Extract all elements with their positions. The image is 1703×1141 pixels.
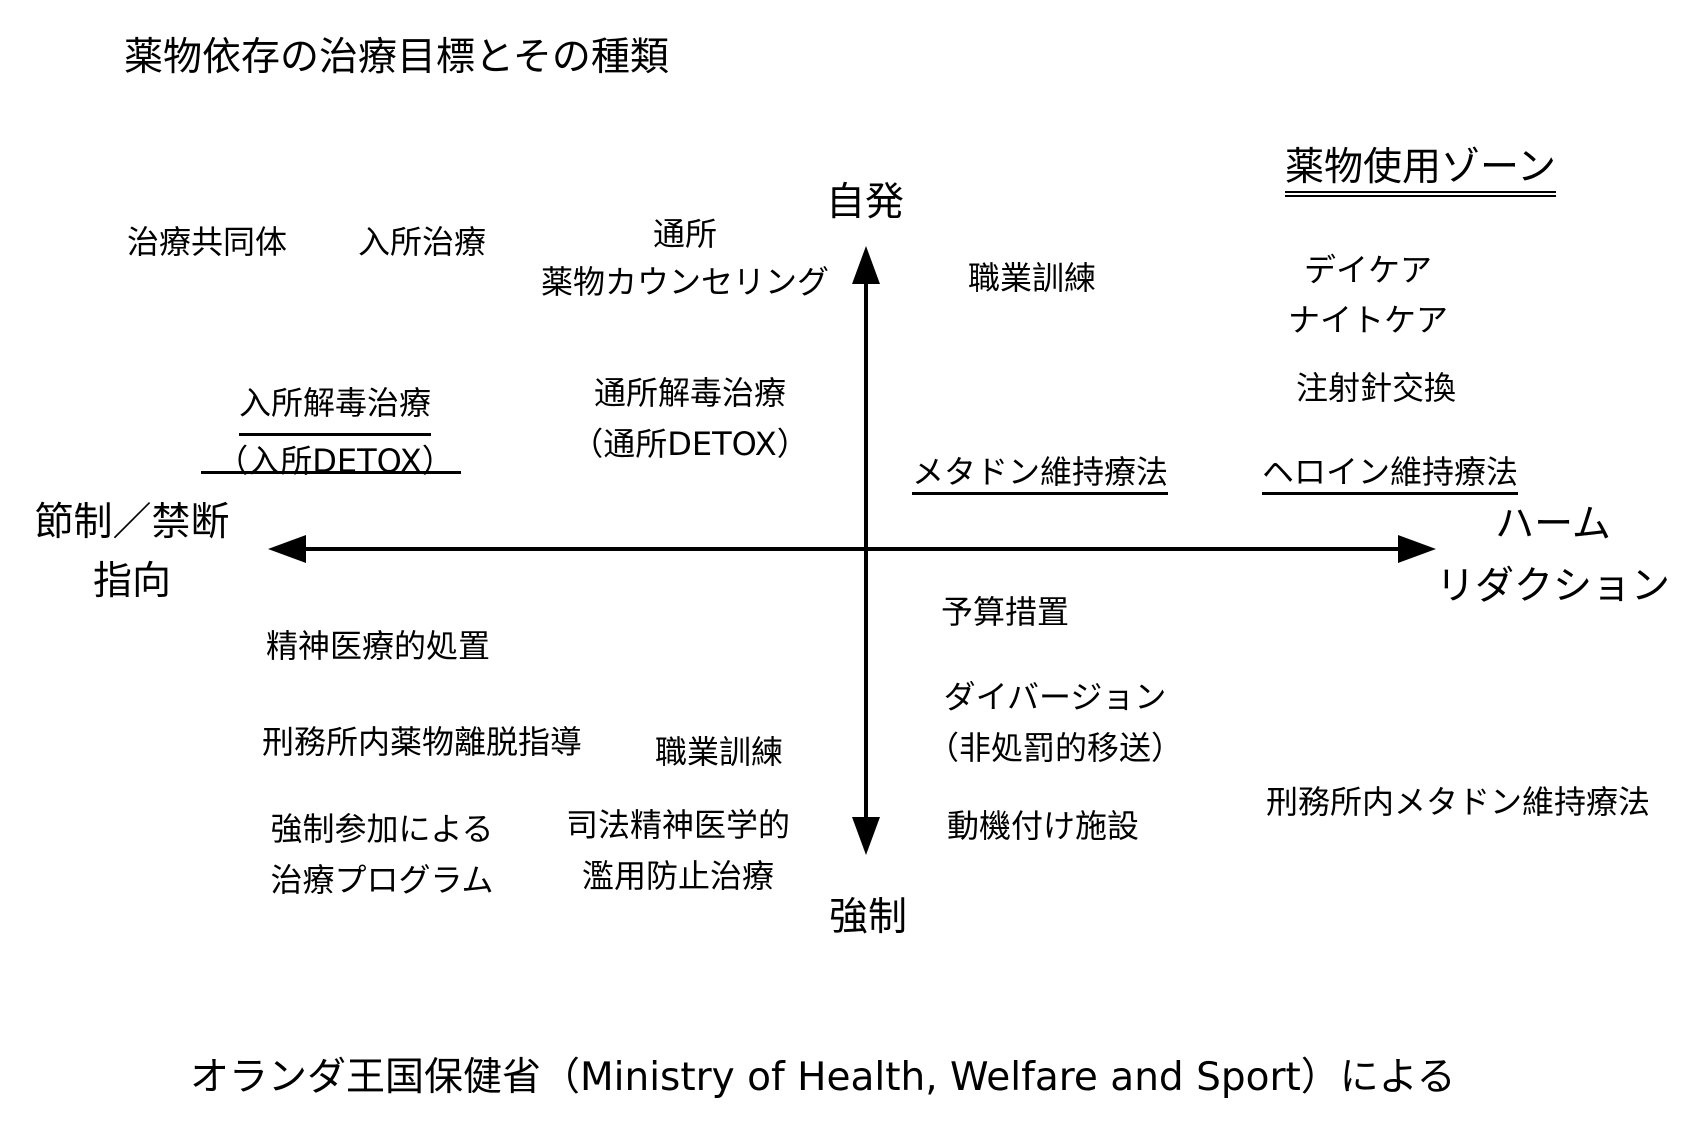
item-prison-guidance: 刑務所内薬物離脱指導 bbox=[262, 723, 583, 761]
item-vocational-training-bottom: 職業訓練 bbox=[655, 733, 784, 771]
item-needle-exchange: 注射針交換 bbox=[1296, 369, 1457, 407]
zone-label: 薬物使用ゾーン bbox=[1285, 148, 1557, 197]
item-day-night-care: デイケア ナイトケア bbox=[1287, 251, 1448, 339]
item-diversion: ダイバージョン （非処罰的移送） bbox=[926, 678, 1183, 768]
item-outpatient-detox: 通所解毒治療 （通所DETOX） bbox=[571, 374, 809, 464]
inpatient-detox-underline bbox=[201, 471, 461, 474]
axis-label-left: 節制／禁断 指向 bbox=[34, 500, 230, 604]
item-motivation-facility: 動機付け施設 bbox=[947, 807, 1140, 845]
item-budget-measures: 予算措置 bbox=[941, 593, 1070, 631]
item-psychiatric-measures: 精神医療的処置 bbox=[266, 627, 491, 665]
right-arrowhead bbox=[1398, 535, 1436, 563]
page-title: 薬物依存の治療目標とその種類 bbox=[124, 35, 669, 80]
item-compulsory-program: 強制参加による 治療プログラム bbox=[270, 810, 494, 900]
top-arrowhead bbox=[852, 246, 880, 284]
item-outpatient-counseling: 通所 薬物カウンセリング bbox=[540, 215, 829, 301]
source-footer: オランダ王国保健省（Ministry of Health, Welfare an… bbox=[190, 1055, 1456, 1100]
item-heroin: ヘロイン維持療法 bbox=[1262, 456, 1519, 495]
left-arrowhead bbox=[268, 535, 306, 563]
item-therapeutic-community: 治療共同体 bbox=[127, 223, 288, 261]
item-inpatient-treatment: 入所治療 bbox=[358, 223, 487, 261]
item-methadone: メタドン維持療法 bbox=[912, 456, 1169, 495]
axis-label-right: ハーム リダクション bbox=[1435, 502, 1670, 610]
item-prison-methadone: 刑務所内メタドン維持療法 bbox=[1266, 783, 1651, 821]
bottom-arrowhead bbox=[852, 817, 880, 855]
item-forensic-psychiatry: 司法精神医学的 濫用防止治療 bbox=[565, 806, 790, 896]
axis-label-bottom: 強制 bbox=[829, 895, 908, 940]
item-vocational-training-top: 職業訓練 bbox=[968, 259, 1097, 297]
axis-label-top: 自発 bbox=[826, 180, 905, 225]
